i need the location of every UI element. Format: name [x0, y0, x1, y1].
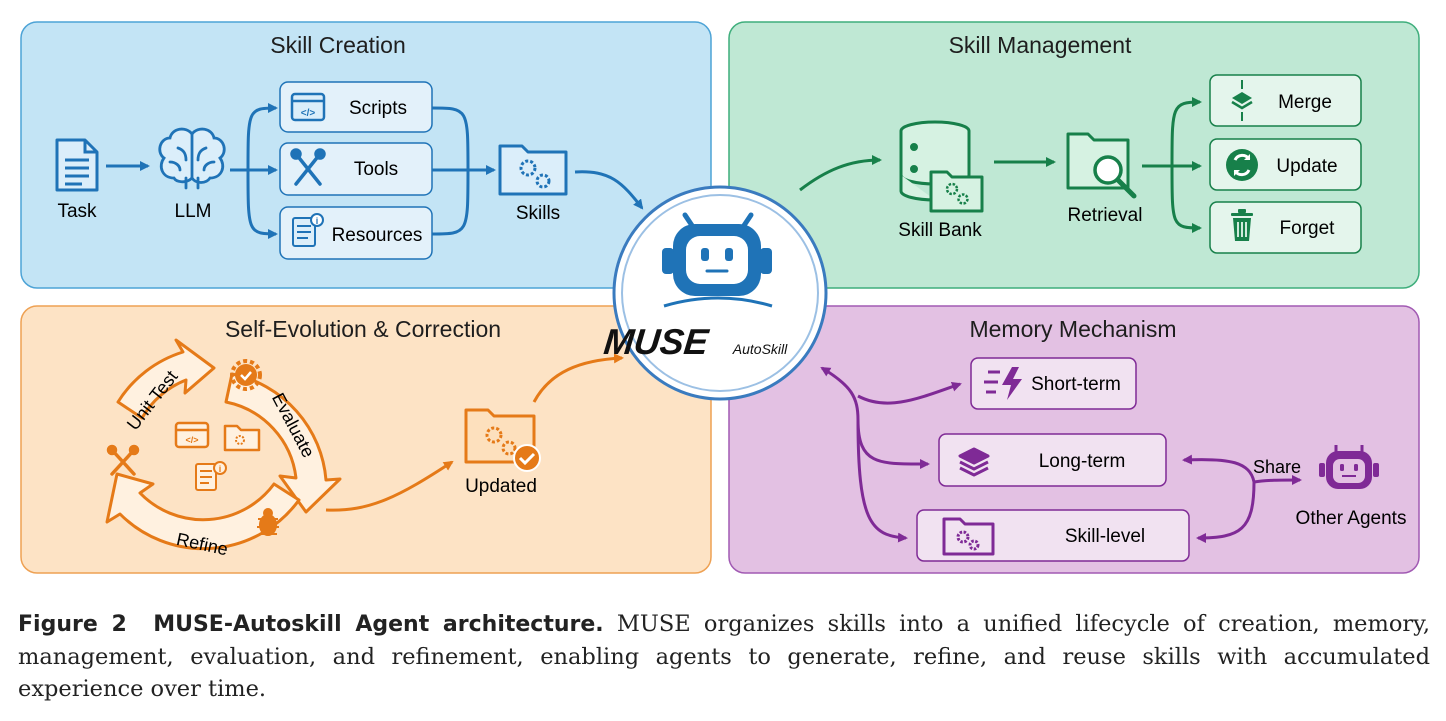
retrieval-label: Retrieval — [1068, 205, 1143, 226]
skill-management-panel: Skill Management Skill Bank Retrieval — [728, 21, 1420, 289]
other-agents-label: Other Agents — [1296, 508, 1407, 529]
long-term-box — [938, 433, 1167, 487]
svg-text:i: i — [219, 464, 222, 474]
skill-bank-label: Skill Bank — [898, 220, 982, 241]
figure-caption: Figure 2 MUSE-Autoskill Agent architectu… — [18, 608, 1430, 705]
logo-sub-text: AutoSkill — [732, 341, 788, 357]
self-evolution-title: Self-Evolution & Correction — [225, 316, 501, 342]
forget-label: Forget — [1280, 218, 1336, 239]
merge-label: Merge — [1278, 92, 1332, 113]
self-evolution-panel: Self-Evolution & Correction Unit Test Ev… — [20, 305, 712, 574]
skill-bank-folder-icon — [929, 170, 984, 213]
retrieval-search-icon — [1066, 132, 1137, 199]
update-label: Update — [1276, 156, 1337, 177]
short-term-label: Short-term — [1031, 374, 1121, 395]
llm-label: LLM — [175, 201, 212, 222]
other-agents-robot-icon — [1319, 445, 1379, 489]
trash-icon — [1231, 209, 1253, 241]
figure-label: Figure 2 — [18, 612, 127, 637]
lightning-icon — [984, 367, 1022, 400]
resources-icon: i — [292, 213, 324, 247]
brain-icon — [158, 127, 226, 190]
task-icon — [55, 138, 99, 192]
share-label: Share — [1253, 457, 1301, 477]
skills-label: Skills — [516, 203, 560, 224]
resources-label: Resources — [332, 225, 423, 246]
long-term-label: Long-term — [1039, 451, 1126, 472]
skills-folder-icon — [498, 144, 568, 196]
center-folder-gear-icon — [223, 424, 261, 452]
tools-icon — [290, 148, 326, 186]
layers-icon — [958, 447, 990, 477]
skill-management-title: Skill Management — [949, 32, 1132, 58]
cycle-ring — [105, 338, 342, 551]
scripts-label: Scripts — [349, 98, 407, 119]
updated-label: Updated — [465, 476, 537, 497]
robot-head-icon — [662, 212, 773, 308]
muse-autoskill-logo: MUSE AutoSkill — [602, 185, 828, 401]
skill-creation-title: Skill Creation — [270, 32, 406, 58]
logo-main-text: MUSE — [602, 321, 711, 362]
figure-body: MUSE organizes skills into a unified lif… — [18, 611, 1431, 702]
center-document-info-icon: i — [195, 461, 227, 491]
code-window-icon: </> — [290, 92, 326, 122]
skill-creation-panel: Skill Creation Task LLM — [20, 21, 712, 289]
gear-check-icon — [230, 359, 262, 391]
memory-mechanism-panel: Memory Mechanism Short-term Long-term — [728, 305, 1420, 574]
figure-title: MUSE-Autoskill Agent architecture. — [153, 612, 604, 637]
svg-text:</>: </> — [301, 108, 316, 119]
svg-text:i: i — [316, 216, 319, 226]
tools-label: Tools — [354, 159, 398, 180]
merge-icon — [1231, 80, 1253, 121]
center-code-window-icon: </> — [174, 421, 210, 449]
memory-mechanism-title: Memory Mechanism — [969, 316, 1176, 342]
merge-box — [1209, 74, 1362, 127]
skill-level-folder-icon — [942, 517, 995, 556]
updated-folder-icon — [464, 408, 541, 472]
refresh-icon — [1226, 149, 1258, 181]
wrench-screwdriver-icon — [106, 444, 140, 476]
svg-text:</>: </> — [185, 435, 198, 445]
skill-level-label: Skill-level — [1065, 526, 1145, 547]
task-label: Task — [57, 201, 97, 222]
bug-icon — [257, 508, 279, 536]
